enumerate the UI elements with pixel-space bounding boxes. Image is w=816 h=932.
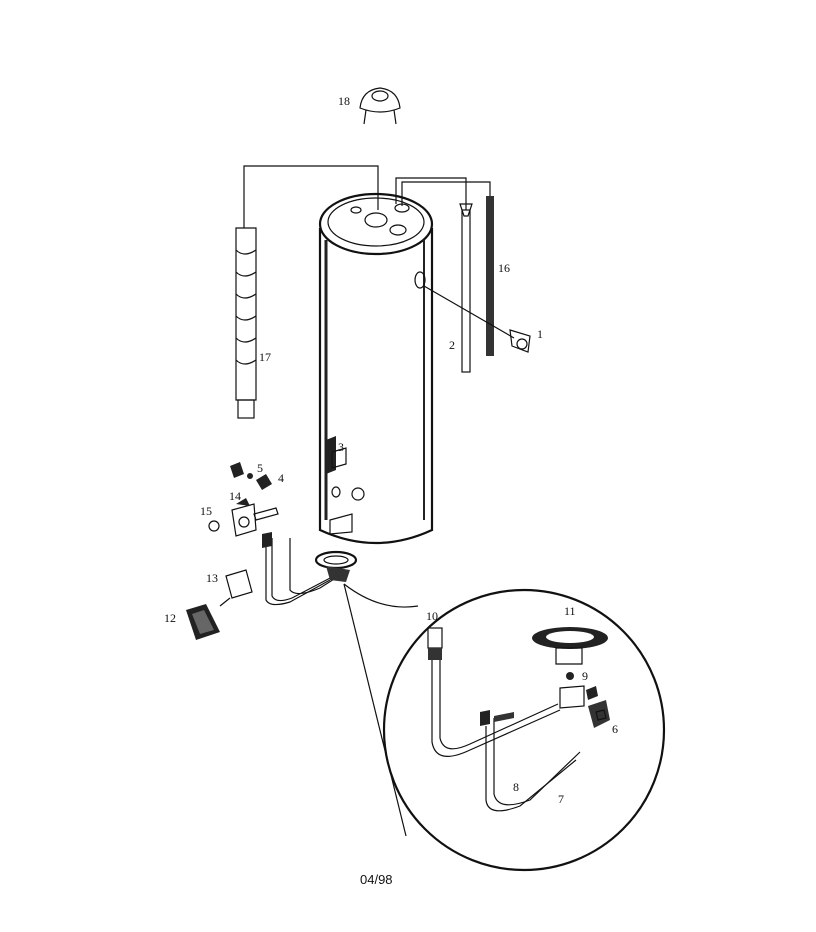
part-14-gas-valve — [231, 498, 279, 537]
part-label-2: 2 — [449, 338, 455, 352]
part-label-8: 8 — [513, 780, 519, 794]
part-18-cap — [359, 87, 401, 125]
part-16-anode-rod — [401, 181, 494, 356]
part-label-18: 18 — [338, 94, 350, 108]
part-label-10: 10 — [426, 609, 438, 623]
part-label-17: 17 — [259, 350, 271, 364]
burner-assembly — [262, 532, 358, 606]
part-17-dip-tube — [235, 165, 379, 419]
detail-callout — [343, 583, 666, 872]
part-9-pilot-assembly — [559, 672, 598, 709]
part-label-6: 6 — [612, 722, 618, 736]
part-label-7: 7 — [558, 792, 564, 806]
part-label-9: 9 — [582, 669, 588, 683]
part-7-8-thermocouple — [480, 710, 581, 812]
part-1-relief-valve — [423, 285, 531, 353]
part-label-13: 13 — [206, 571, 218, 585]
part-3-label — [331, 447, 347, 469]
part-label-5: 5 — [257, 461, 263, 475]
part-label-4: 4 — [278, 471, 284, 485]
part-12-outer-door — [186, 604, 220, 640]
part-15-knob — [208, 520, 220, 532]
part-2-drain-tube — [395, 177, 473, 373]
part-label-3: 3 — [338, 440, 344, 454]
part-label-1: 1 — [537, 327, 543, 341]
part-13-inner-door — [219, 569, 253, 607]
part-4-5-fittings — [230, 462, 272, 490]
part-11-burner — [532, 627, 608, 665]
part-label-16: 16 — [498, 261, 510, 275]
part-label-12: 12 — [164, 611, 176, 625]
part-6-bracket — [588, 700, 610, 728]
part-label-14: 14 — [229, 489, 241, 503]
tank-body — [318, 192, 434, 544]
part-10-pilot-tube — [427, 627, 561, 757]
part-label-15: 15 — [200, 504, 212, 518]
diagram-date: 04/98 — [360, 872, 393, 887]
part-label-11: 11 — [564, 604, 576, 618]
